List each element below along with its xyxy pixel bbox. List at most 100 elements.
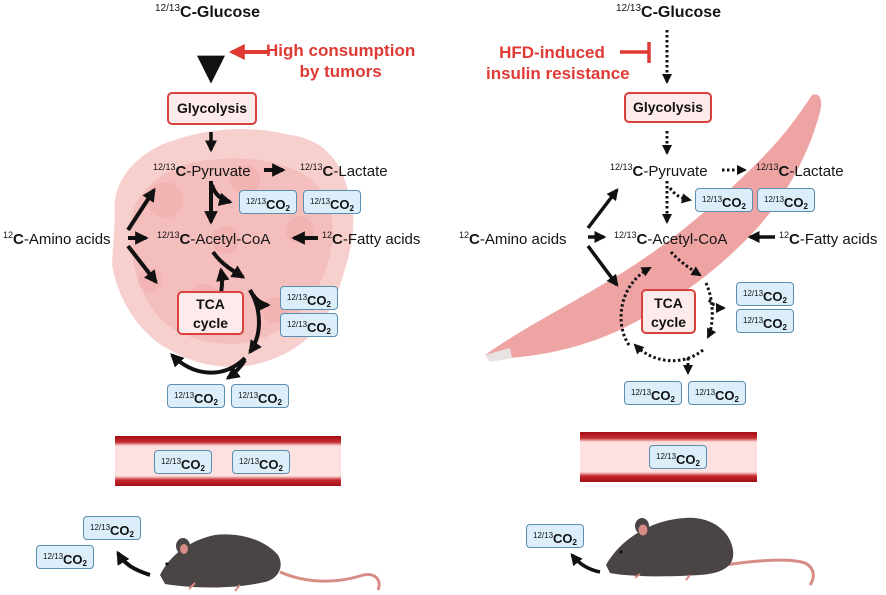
isotope-prefix: 12/13 bbox=[157, 230, 180, 240]
co2-formula: CO bbox=[63, 552, 83, 567]
isotope-prefix: 12/13 bbox=[743, 289, 764, 298]
amino-to-pyruvate-arrow bbox=[586, 188, 619, 230]
metabolite-name: -Amino acids bbox=[23, 231, 111, 248]
carbon-symbol: C bbox=[13, 231, 24, 248]
right-acetylcoa-label: 12/13C-Acetyl-CoA bbox=[614, 230, 727, 248]
isotope-prefix: 12/13 bbox=[631, 388, 652, 397]
right-glucose-label: 12/13C-Glucose bbox=[616, 4, 721, 21]
isotope-prefix: 12/13 bbox=[287, 293, 308, 302]
metabolite-name: -Amino acids bbox=[479, 231, 567, 248]
co2-formula: CO bbox=[763, 316, 783, 331]
co2-formula: CO bbox=[258, 391, 278, 406]
co2-formula: CO bbox=[259, 457, 279, 472]
tca-line2: cycle bbox=[650, 314, 687, 330]
co2-badge-breath: 12/13CO2 bbox=[83, 516, 141, 540]
carbon-symbol: C bbox=[332, 231, 343, 248]
amino-to-tca-arrow bbox=[126, 244, 158, 285]
left-pathway-arrows bbox=[116, 30, 318, 577]
metabolite-name: -Pyruvate bbox=[186, 163, 251, 180]
co2-subscript: 2 bbox=[782, 296, 787, 305]
co2-subscript: 2 bbox=[741, 202, 746, 211]
left-lactate-label: 12/13C-Lactate bbox=[300, 162, 388, 180]
isotope-prefix: 12/13 bbox=[610, 162, 633, 172]
co2-formula: CO bbox=[330, 197, 350, 212]
isotope-prefix: 12 bbox=[459, 230, 470, 240]
metabolite-name: -Lactate bbox=[789, 163, 844, 180]
tca-co2-right-arrow bbox=[707, 299, 727, 314]
tca-cycle-arc-bottom bbox=[170, 353, 247, 375]
co2-formula: CO bbox=[194, 391, 214, 406]
annotation-line2: by tumors bbox=[299, 62, 382, 81]
metabolite-name: -Fatty acids bbox=[799, 231, 878, 248]
co2-badge-blood: 12/13CO2 bbox=[232, 450, 290, 474]
co2-subscript: 2 bbox=[782, 323, 787, 332]
left-pyruvate-label: 12/13C-Pyruvate bbox=[153, 162, 251, 180]
isotope-prefix: 12/13 bbox=[756, 162, 779, 172]
inhibition-bar-icon bbox=[620, 42, 651, 63]
tca-cycle-arc-left bbox=[619, 266, 652, 346]
co2-badge: 12/13CO2 bbox=[757, 188, 815, 212]
co2-subscript: 2 bbox=[285, 204, 290, 213]
isotope-prefix: 12 bbox=[3, 230, 14, 240]
isotope-prefix: 12/13 bbox=[656, 452, 677, 461]
co2-subscript: 2 bbox=[349, 204, 354, 213]
isotope-prefix: 12/13 bbox=[616, 3, 642, 14]
co2-badge: 12/13CO2 bbox=[231, 384, 289, 408]
left-glucose-label: 12/13C-Glucose bbox=[155, 4, 260, 21]
isotope-prefix: 12/13 bbox=[43, 552, 64, 561]
right-glycolysis-box: Glycolysis bbox=[624, 92, 712, 123]
isotope-prefix: 12/13 bbox=[300, 162, 323, 172]
co2-formula: CO bbox=[784, 195, 804, 210]
metabolite-name: -Pyruvate bbox=[643, 163, 708, 180]
co2-subscript: 2 bbox=[695, 459, 700, 468]
isotope-prefix: 12/13 bbox=[239, 457, 260, 466]
tca-cycle-arc-bottom bbox=[633, 343, 704, 363]
annotation-line1: High consumption bbox=[266, 41, 416, 60]
right-annotation-insulin-resistance: HFD-induced insulin resistance bbox=[486, 42, 630, 84]
co2-subscript: 2 bbox=[326, 327, 331, 336]
amino-to-tca-arrow bbox=[586, 244, 619, 287]
carbon-symbol: C bbox=[789, 231, 800, 248]
co2-subscript: 2 bbox=[278, 464, 283, 473]
co2-badge: 12/13CO2 bbox=[239, 190, 297, 214]
co2-subscript: 2 bbox=[803, 202, 808, 211]
isotope-prefix: 12/13 bbox=[695, 388, 716, 397]
co2-formula: CO bbox=[307, 320, 327, 335]
acetylcoa-to-tca-arrow bbox=[669, 250, 702, 277]
co2-badge-breath: 12/13CO2 bbox=[36, 545, 94, 569]
isotope-prefix: 12/13 bbox=[153, 162, 176, 172]
blood-vessel-left bbox=[115, 436, 341, 486]
metabolite-name: -Lactate bbox=[333, 163, 388, 180]
co2-badge: 12/13CO2 bbox=[695, 188, 753, 212]
metabolite-name: -Acetyl-CoA bbox=[190, 231, 271, 248]
co2-badge: 12/13CO2 bbox=[624, 381, 682, 405]
co2-badge: 12/13CO2 bbox=[736, 282, 794, 306]
breath-exhale-arrow bbox=[570, 553, 601, 574]
isotope-prefix: 12/13 bbox=[702, 195, 723, 204]
isotope-prefix: 12/13 bbox=[174, 391, 195, 400]
co2-formula: CO bbox=[307, 293, 327, 308]
tca-line1: TCA bbox=[196, 296, 225, 312]
co2-subscript: 2 bbox=[277, 398, 282, 407]
breath-exhale-arrow bbox=[116, 550, 151, 577]
co2-formula: CO bbox=[763, 289, 783, 304]
glucose-name: C-Glucose bbox=[641, 4, 722, 21]
right-fatty-acids-label: 12C-Fatty acids bbox=[779, 231, 878, 248]
metabolite-name: -Fatty acids bbox=[342, 231, 421, 248]
co2-formula: CO bbox=[181, 457, 201, 472]
isotope-prefix: 12/13 bbox=[238, 391, 259, 400]
co2-formula: CO bbox=[722, 195, 742, 210]
left-annotation-high-consumption: High consumption by tumors bbox=[266, 40, 415, 82]
left-acetylcoa-label: 12/13C-Acetyl-CoA bbox=[157, 230, 271, 248]
isotope-prefix: 12/13 bbox=[614, 230, 637, 240]
co2-subscript: 2 bbox=[734, 395, 739, 404]
carbon-symbol: C bbox=[636, 231, 648, 248]
isotope-prefix: 12/13 bbox=[161, 457, 182, 466]
carbon-symbol: C bbox=[175, 163, 187, 180]
isotope-prefix: 12/13 bbox=[246, 197, 267, 206]
co2-badge-blood: 12/13CO2 bbox=[154, 450, 212, 474]
annotation-line2: insulin resistance bbox=[486, 64, 630, 83]
co2-formula: CO bbox=[651, 388, 671, 403]
co2-formula: CO bbox=[266, 197, 286, 212]
isotope-prefix: 12/13 bbox=[764, 195, 785, 204]
